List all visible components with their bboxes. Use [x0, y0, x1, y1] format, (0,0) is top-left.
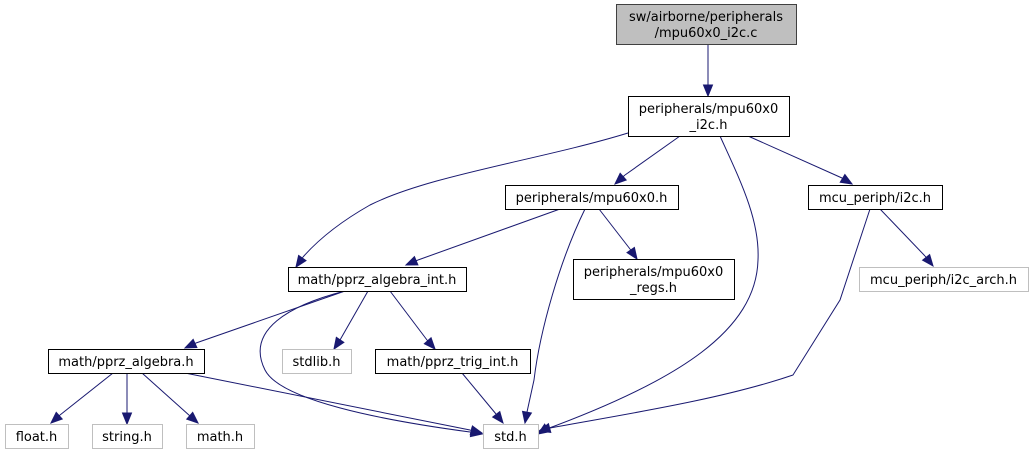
edge-mpu60x0_h-to-pprz_algebra_int_h [404, 208, 561, 266]
arrowhead-icon [185, 411, 199, 424]
arrowhead-icon [333, 336, 345, 351]
node-label: /mpu60x0_i2c.c [655, 26, 758, 41]
arrowhead-icon [839, 173, 854, 185]
node-box [483, 424, 539, 449]
node-stdlib-h: stdlib.h [282, 349, 352, 374]
node-label: string.h [102, 430, 152, 445]
arrowhead-icon [921, 253, 934, 268]
node-math-h: math.h [186, 424, 255, 449]
edge-mpu60x0_h-to-std_h [521, 208, 586, 425]
node-label: math/pprz_algebra.h [58, 355, 193, 370]
node-box [505, 185, 679, 210]
edge-i2c_h-to-std_h [537, 208, 871, 434]
edge-line [184, 372, 471, 431]
edge-line [624, 135, 681, 176]
node-float-h: float.h [5, 424, 69, 449]
edge-mpu60x0_i2c_h-to-pprz_algebra_int_h [295, 132, 629, 269]
arrowhead-icon [614, 172, 628, 185]
node-pprz-algebra-h[interactable]: math/pprz_algebra.h [48, 349, 205, 374]
edge-line [747, 135, 843, 179]
edge-pprz_trig_int_h-to-std_h [461, 372, 504, 425]
node-box [186, 424, 255, 449]
node-label: sw/airborne/peripherals [629, 10, 783, 25]
edge-pprz_algebra_h-to-math_h [141, 372, 199, 424]
arrowhead-icon [121, 412, 133, 426]
arrowhead-icon [537, 422, 552, 434]
node-label: mcu_periph/i2c.h [819, 191, 931, 206]
node-label: peripherals/mpu60x0.h [516, 191, 668, 206]
arrowhead-icon [469, 425, 484, 436]
edge-pprz_algebra_int_h-to-pprz_trig_int_h [389, 290, 436, 350]
node-mpu60x0-i2c-h[interactable]: peripherals/mpu60x0_i2c.h [628, 96, 790, 137]
edge-pprz_algebra_h-to-string_h [121, 373, 133, 426]
edge-mpu60x0_i2c_h-to-mpu60x0_h [614, 135, 681, 185]
node-label: peripherals/mpu60x0 [639, 102, 778, 117]
edge-line [549, 208, 871, 429]
node-label: _regs.h [629, 281, 677, 296]
node-mpu60x0-h[interactable]: peripherals/mpu60x0.h [505, 185, 679, 210]
node-label: stdlib.h [293, 355, 341, 370]
edge-mpu60x0_i2c_h-to-i2c_h [747, 135, 854, 185]
edge-line [417, 208, 561, 261]
edge-pprz_algebra_int_h-to-stdlib_h [333, 290, 369, 351]
node-label: std.h [494, 430, 527, 445]
edge-root-to-mpu60x0_i2c_h [702, 44, 714, 98]
node-label: math/pprz_algebra_int.h [298, 273, 457, 288]
node-box [48, 349, 205, 374]
edge-pprz_algebra_int_h-to-pprz_algebra_h [183, 290, 346, 349]
node-string-h: string.h [92, 424, 163, 449]
node-box [616, 4, 797, 45]
arrowhead-icon [702, 84, 714, 98]
edge-i2c_h-to-i2c_arch_h [879, 208, 934, 268]
arrowhead-icon [404, 255, 419, 266]
edge-line [59, 372, 114, 416]
edge-line [195, 290, 346, 344]
arrowhead-icon [183, 338, 198, 349]
edge-pprz_algebra_h-to-float_h [50, 372, 114, 424]
edge-line [141, 372, 191, 417]
node-label: mcu_periph/i2c_arch.h [870, 273, 1017, 288]
node-box [628, 96, 790, 137]
node-i2c-arch-h: mcu_periph/i2c_arch.h [859, 267, 1029, 292]
node-box [375, 349, 531, 374]
arrowhead-icon [521, 410, 533, 425]
node-label: peripherals/mpu60x0 [584, 265, 723, 280]
node-pprz-trig-int-h[interactable]: math/pprz_trig_int.h [375, 349, 531, 374]
node-box [92, 424, 163, 449]
node-box [808, 185, 943, 210]
node-pprz-algebra-int-h[interactable]: math/pprz_algebra_int.h [288, 267, 467, 292]
edge-line [461, 372, 497, 415]
node-label: float.h [16, 430, 58, 445]
node-label: _i2c.h [689, 118, 728, 133]
node-root[interactable]: sw/airborne/peripherals/mpu60x0_i2c.c [616, 4, 797, 45]
node-label: math.h [197, 430, 243, 445]
node-std-h: std.h [483, 424, 539, 449]
edge-line [339, 290, 369, 341]
node-box [573, 259, 735, 300]
arrowhead-icon [626, 246, 638, 261]
node-box [859, 267, 1029, 292]
node-box [282, 349, 352, 374]
edge-line [526, 208, 586, 413]
arrowhead-icon [295, 254, 307, 269]
edge-mpu60x0_h-to-mpu60x0_regs_h [598, 208, 638, 261]
arrowhead-icon [50, 411, 64, 424]
nodes-layer: sw/airborne/peripherals/mpu60x0_i2c.cper… [5, 4, 1029, 449]
edge-pprz_algebra_h-to-std_h [184, 372, 484, 436]
node-i2c-h[interactable]: mcu_periph/i2c.h [808, 185, 943, 210]
edges-layer [50, 44, 934, 438]
node-box [288, 267, 467, 292]
edge-line [879, 208, 926, 257]
node-label: math/pprz_trig_int.h [387, 355, 519, 370]
edge-line [543, 135, 759, 431]
node-mpu60x0-regs-h[interactable]: peripherals/mpu60x0_regs.h [573, 259, 735, 300]
arrowhead-icon [491, 410, 504, 425]
edge-line [598, 208, 631, 250]
node-box [5, 424, 69, 449]
edge-line [302, 132, 629, 258]
arrowhead-icon [423, 336, 436, 350]
edge-line [389, 290, 428, 341]
edge-line [259, 290, 471, 433]
